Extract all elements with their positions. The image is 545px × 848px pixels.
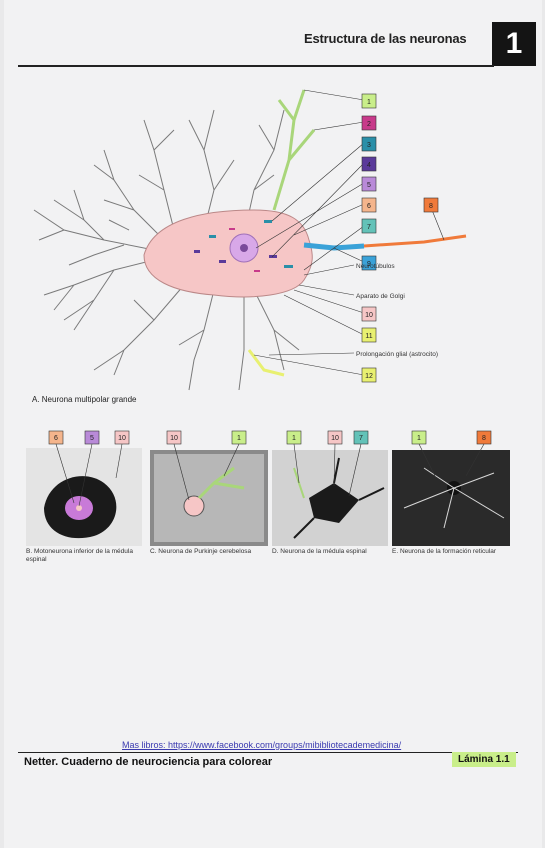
label-glial-process: Prolongación glial (astrocito) (356, 351, 438, 358)
legend-boxes: 1 2 3 4 5 6 7 8 9 10 11 12 (361, 93, 439, 383)
footer-divider (18, 752, 518, 753)
legend-box-7 (361, 218, 377, 234)
panel-b-caption: B. Motoneurona inferior de la médula esp… (26, 548, 133, 563)
svg-text:10: 10 (365, 312, 373, 319)
legend-box-2 (361, 115, 377, 131)
legend-box-6 (361, 197, 377, 213)
footer-link[interactable]: Mas libros: https://www.facebook.com/gro… (122, 740, 402, 750)
svg-text:5: 5 (90, 435, 94, 442)
legend-box-1 (361, 93, 377, 109)
page-title: Estructura de las neuronas (304, 31, 467, 46)
svg-text:7: 7 (359, 435, 363, 442)
svg-text:7: 7 (367, 224, 371, 231)
page: Estructura de las neuronas 1 (4, 0, 542, 848)
legend-box-10 (361, 306, 377, 322)
legend-box-5 (361, 176, 377, 192)
svg-text:1: 1 (367, 99, 371, 106)
svg-text:8: 8 (482, 435, 486, 442)
svg-text:3: 3 (367, 142, 371, 149)
svg-text:6: 6 (367, 203, 371, 210)
legend-box-4 (361, 156, 377, 172)
svg-text:2: 2 (367, 121, 371, 128)
micrograph-panels: 6 5 10 10 1 1 10 7 1 8 (26, 430, 510, 546)
svg-text:12: 12 (365, 373, 373, 380)
panel-d-caption: D. Neurona de la médula espinal (272, 548, 367, 555)
svg-text:6: 6 (54, 435, 58, 442)
svg-text:1: 1 (237, 435, 241, 442)
header-divider (18, 65, 494, 67)
label-microtubules: Neurotúbulos (356, 263, 395, 270)
svg-text:10: 10 (331, 435, 339, 442)
figure-a-caption: A. Neurona multipolar grande (32, 395, 137, 404)
panel-c-caption: C. Neurona de Purkinje cerebelosa (150, 548, 252, 555)
svg-text:11: 11 (365, 333, 372, 340)
panel-e-caption: E. Neurona de la formación reticular (392, 548, 497, 555)
label-golgi: Aparato de Golgi (356, 293, 405, 300)
svg-text:8: 8 (429, 203, 433, 210)
svg-text:4: 4 (367, 162, 371, 169)
book-title: Netter. Cuaderno de neurociencia para co… (24, 756, 273, 768)
chapter-number-badge: 1 (492, 22, 536, 66)
legend-box-3 (361, 136, 377, 152)
svg-text:10: 10 (170, 435, 178, 442)
svg-text:10: 10 (118, 435, 126, 442)
svg-text:5: 5 (367, 182, 371, 189)
svg-text:1: 1 (292, 435, 296, 442)
svg-text:1: 1 (417, 435, 421, 442)
legend-box-12 (361, 367, 377, 383)
svg-text:9: 9 (367, 261, 371, 268)
neuron-illustration: 1 2 3 4 5 6 7 8 9 10 11 12 Neurotúbulos … (33, 89, 467, 391)
legend-box-8 (423, 197, 439, 213)
plate-number: Lámina 1.1 (452, 752, 516, 767)
legend-box-9 (361, 255, 377, 271)
legend-box-11 (361, 327, 377, 343)
